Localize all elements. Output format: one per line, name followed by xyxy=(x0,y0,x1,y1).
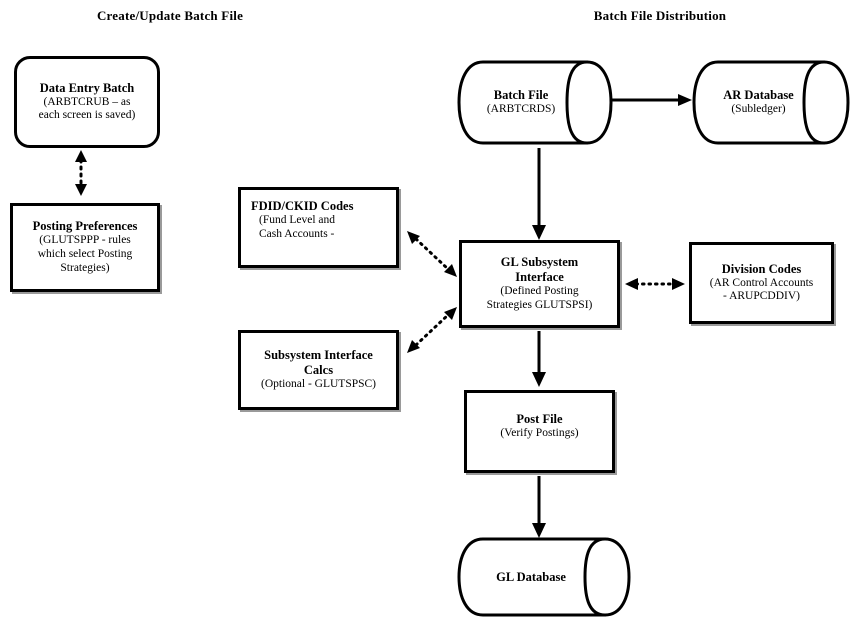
node-gl-database[interactable]: GL Database xyxy=(455,537,635,617)
node-ar-database[interactable]: AR Database (Subledger) xyxy=(690,60,851,145)
connector-gl-subsystem-interface-to-post-file xyxy=(527,329,551,389)
node-subtitle: (ARBTCRUB – as each screen is saved) xyxy=(38,95,136,122)
node-division-codes[interactable]: Division Codes (AR Control Accounts - AR… xyxy=(689,242,834,324)
node-subtitle: (Optional - GLUTSPSC) xyxy=(261,377,376,390)
connector-gl-subsystem-interface-to-division-codes xyxy=(622,272,688,296)
node-subtitle: (GLUTSPPP - rules which select Posting S… xyxy=(37,234,133,274)
node-subsystem-interface-calcs[interactable]: Subsystem Interface Calcs (Optional - GL… xyxy=(238,330,399,410)
section-title-create-update: Create/Update Batch File xyxy=(96,8,244,23)
connector-batch-file-to-gl-subsystem-interface xyxy=(527,146,551,242)
cylinder-shape xyxy=(692,60,850,145)
connector-subsystem-calcs-to-gl-subsystem-interface xyxy=(404,305,460,355)
node-data-entry-batch[interactable]: Data Entry Batch (ARBTCRUB – as each scr… xyxy=(14,56,160,148)
connector-fdid-to-gl-subsystem-interface xyxy=(404,229,460,279)
section-title-batch-file-distribution: Batch File Distribution xyxy=(593,8,727,23)
node-title: Data Entry Batch xyxy=(39,80,135,95)
connector-data-entry-to-posting-preferences xyxy=(64,148,98,198)
node-title: Subsystem Interface Calcs xyxy=(264,348,373,378)
cylinder-shape xyxy=(457,537,631,617)
node-subtitle: (Defined Posting Strategies GLUTSPSI) xyxy=(486,284,593,311)
node-title: GL Subsystem Interface xyxy=(500,255,579,285)
node-fdid-ckid-codes[interactable]: FDID/CKID Codes (Fund Level and Cash Acc… xyxy=(238,187,399,268)
node-gl-subsystem-interface[interactable]: GL Subsystem Interface (Defined Posting … xyxy=(459,240,620,328)
node-subtitle: (AR Control Accounts - ARUPCDDIV) xyxy=(709,276,814,303)
node-posting-preferences[interactable]: Posting Preferences (GLUTSPPP - rules wh… xyxy=(10,203,160,292)
cylinder-shape xyxy=(457,60,613,145)
node-title: Post File xyxy=(516,412,563,426)
node-subtitle: (Fund Level and Cash Accounts - xyxy=(259,213,336,240)
node-post-file[interactable]: Post File (Verify Postings) xyxy=(464,390,615,473)
node-title: FDID/CKID Codes xyxy=(251,199,354,213)
node-title: Posting Preferences xyxy=(32,219,138,234)
node-batch-file[interactable]: Batch File (ARBTCRDS) xyxy=(455,60,615,145)
node-subtitle: (Verify Postings) xyxy=(500,426,579,439)
node-title: Division Codes xyxy=(721,261,802,276)
connector-batch-file-to-ar-database xyxy=(610,88,695,112)
connector-post-file-to-gl-database xyxy=(527,474,551,540)
